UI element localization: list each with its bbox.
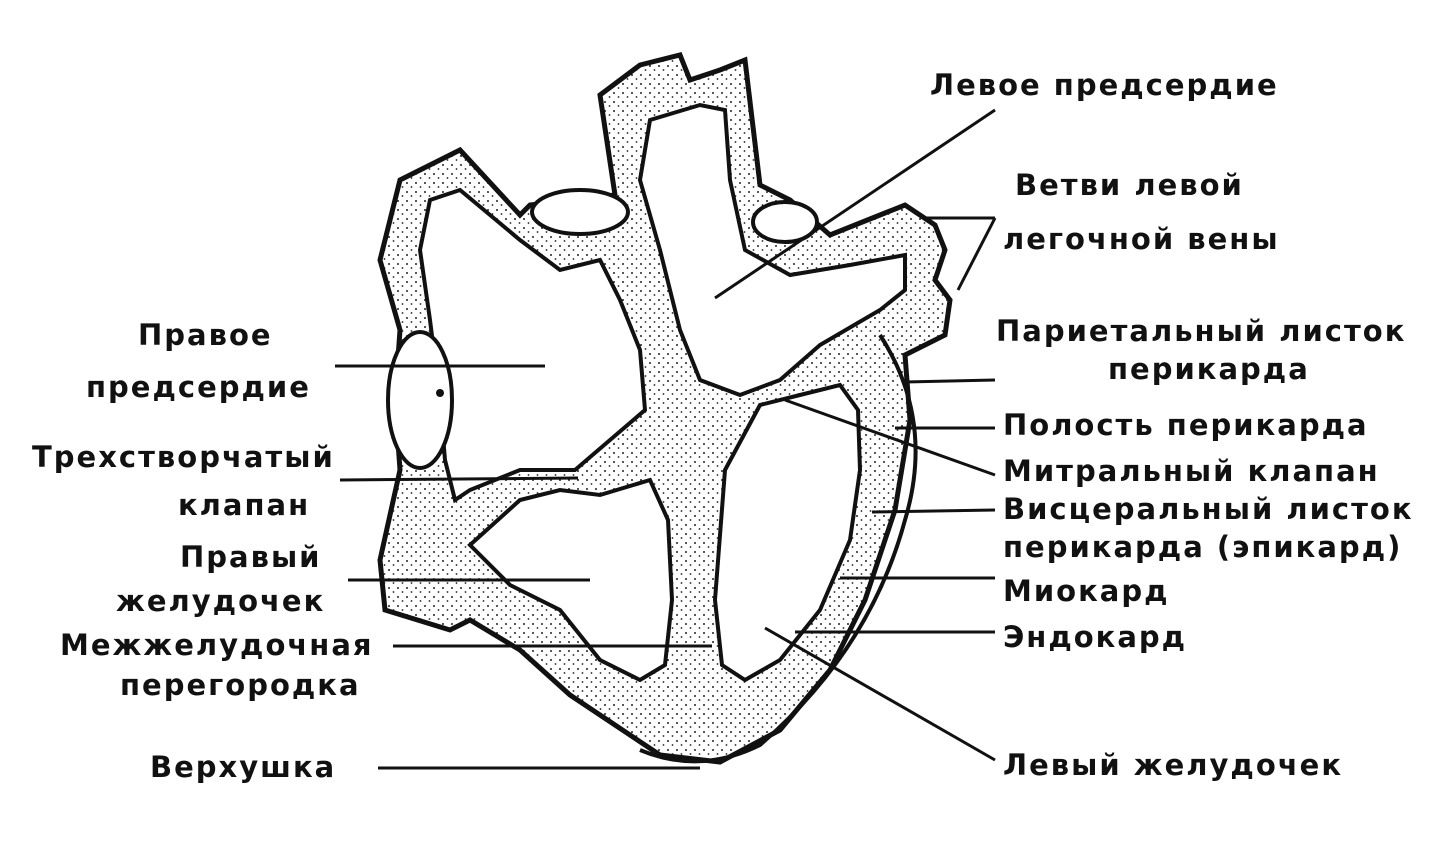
label-tricuspid-line2: клапан [178, 488, 311, 522]
label-mitral-valve: Митральный клапан [1003, 454, 1380, 488]
leader-pulmonary-veins-b [956, 217, 997, 291]
label-septum-line1: Межжелудочная [60, 628, 374, 662]
leader-left-ventricle [764, 626, 996, 762]
label-left-atrium: Левое предсердие [930, 68, 1279, 102]
label-visceral-line2: перикарда (эпикард) [1003, 530, 1403, 564]
label-tricuspid-line1: Трехстворчатый [32, 440, 335, 474]
left-atrium-cavity [637, 102, 907, 398]
label-septum-line2: перегородка [120, 668, 361, 702]
label-pulmonary-veins-line1: Ветви левой [1015, 168, 1244, 202]
leader-lines [335, 108, 997, 770]
pulmonary-vein-stub [751, 200, 819, 244]
label-myocardium: Миокард [1003, 574, 1170, 608]
leader-visceral [871, 508, 996, 514]
left-ventricle-cavity [712, 382, 863, 683]
leader-parietal [904, 378, 996, 384]
leader-mitral [784, 398, 996, 477]
label-left-ventricle: Левый желудочек [1003, 748, 1344, 782]
label-right-ventricle-line2: желудочек [116, 584, 326, 618]
label-parietal-line1: Париетальный листок [996, 314, 1407, 348]
label-right-atrium-line1: Правое [138, 318, 273, 352]
leader-left-atrium [714, 108, 996, 300]
label-apex: Верхушка [150, 750, 337, 784]
label-pericardial-cavity: Полость перикарда [1003, 408, 1369, 442]
label-parietal-line2: перикарда [1108, 352, 1310, 386]
label-endocardium: Эндокард [1003, 620, 1188, 654]
superior-vessel-stub [530, 188, 630, 236]
leader-tricuspid [339, 476, 579, 482]
label-right-atrium-line2: предсердие [86, 370, 311, 404]
label-visceral-line1: Висцеральный листок [1003, 492, 1414, 526]
parietal-layer-line [639, 333, 918, 764]
label-pulmonary-veins-line2: легочной вены [1003, 222, 1280, 256]
vena-cava-stub [386, 330, 454, 470]
label-right-ventricle-line1: Правый [180, 540, 322, 574]
vessel-dot [436, 389, 444, 397]
